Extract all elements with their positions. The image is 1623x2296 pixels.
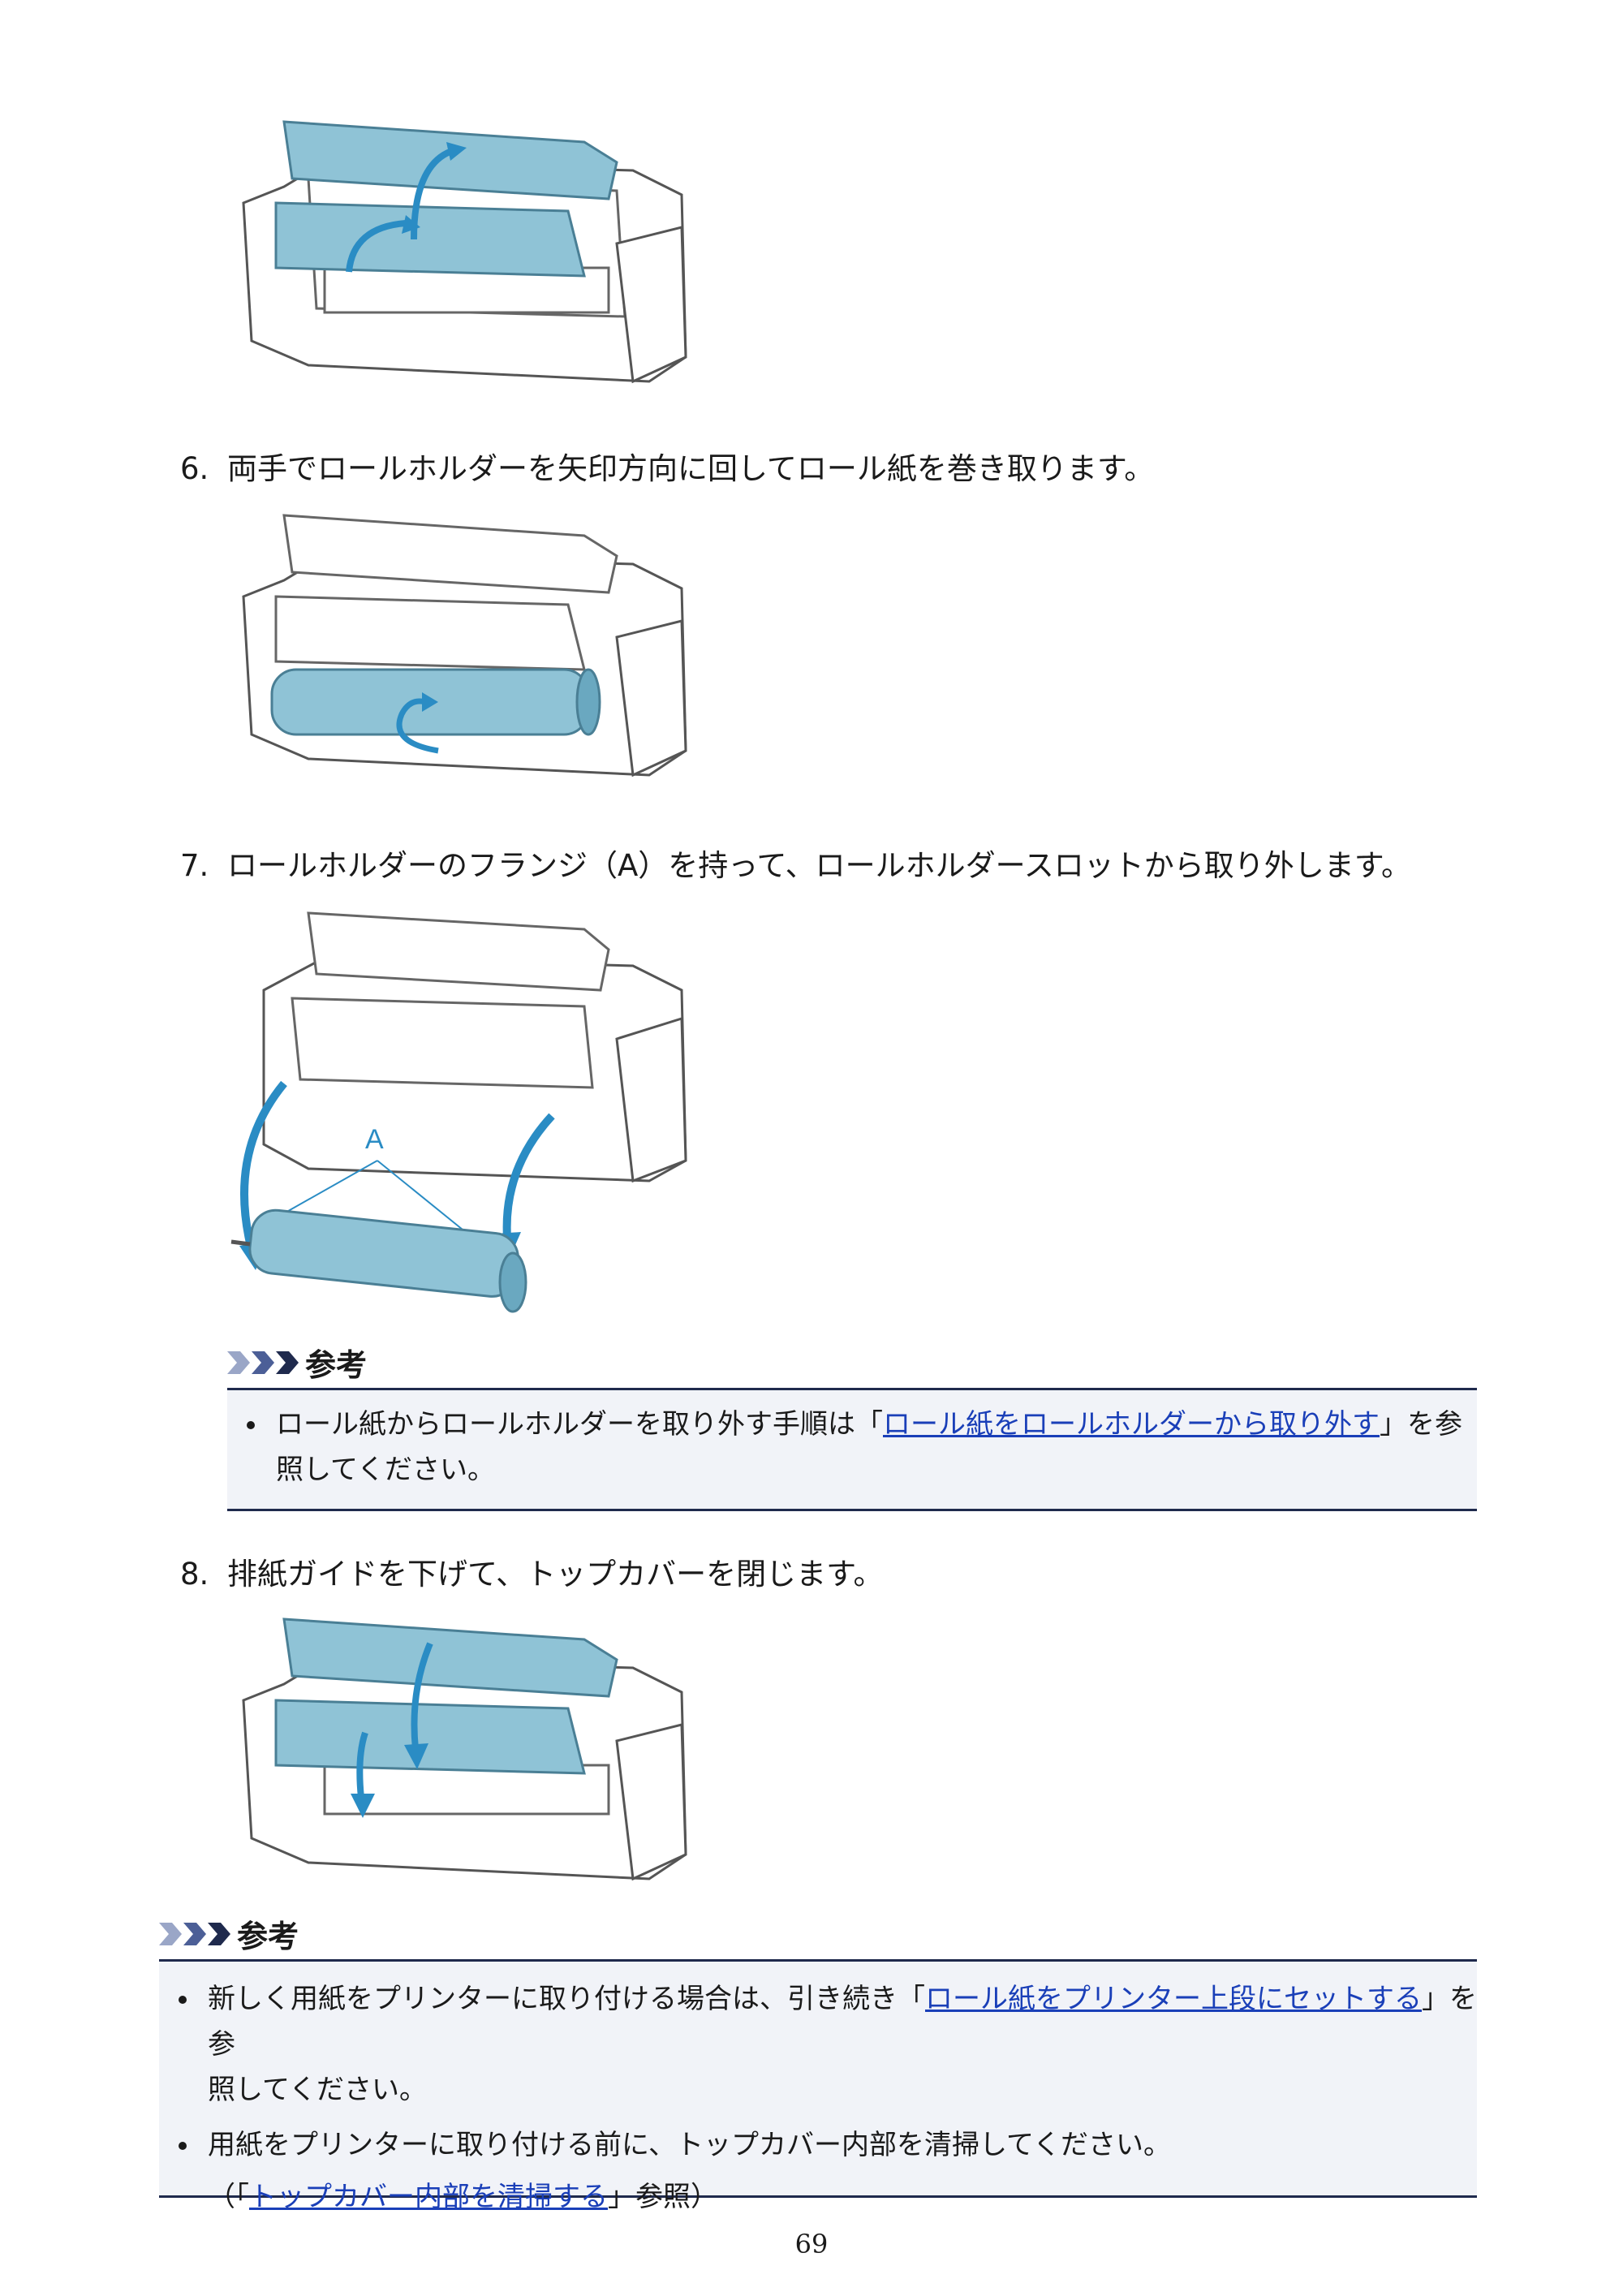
- figure-remove-roll-holder: A: [227, 901, 698, 1323]
- step-6: 6.両手でロールホルダーを矢印方向に回してロール紙を巻き取ります。: [180, 451, 1155, 486]
- link-remove-roll-from-holder[interactable]: ロール紙をロールホルダーから取り外す: [883, 1408, 1380, 1441]
- chevron-icon: [159, 1922, 234, 1945]
- step-8: 8.排紙ガイドを下げて、トップカバーを閉じます。: [180, 1557, 884, 1592]
- note-2-heading: 参考: [159, 1911, 299, 1956]
- figure-close-top-cover: [227, 1611, 698, 1891]
- link-clean-top-cover[interactable]: トップカバー内部を清掃する: [249, 2181, 608, 2213]
- note-1-heading: 参考: [227, 1340, 367, 1385]
- figure-open-top-cover: [227, 114, 698, 394]
- chevron-icon: [227, 1350, 302, 1374]
- label-a: A: [365, 1124, 384, 1155]
- note-2-box: 新しく用紙をプリンターに取り付ける場合は、引き続き「ロール紙をプリンター上段にセ…: [159, 1959, 1477, 2213]
- step-7: 7.ロールホルダーのフランジ（A）を持って、ロールホルダースロットから取り外しま…: [180, 848, 1412, 883]
- figure-rewind-roll: [227, 507, 698, 787]
- list-item: 用紙をプリンターに取り付ける前に、トップカバー内部を清掃してください。 （「トッ…: [159, 2122, 1477, 2220]
- link-set-roll-upper[interactable]: ロール紙をプリンター上段にセットする: [925, 1983, 1422, 2015]
- page-number: 69: [794, 2229, 829, 2259]
- list-item: ロール紙からロールホルダーを取り外す手順は「ロール紙をロールホルダーから取り外す…: [227, 1402, 1477, 1493]
- list-item: 新しく用紙をプリンターに取り付ける場合は、引き続き「ロール紙をプリンター上段にセ…: [159, 1976, 1477, 2113]
- note-1-box: ロール紙からロールホルダーを取り外す手順は「ロール紙をロールホルダーから取り外す…: [227, 1388, 1477, 1511]
